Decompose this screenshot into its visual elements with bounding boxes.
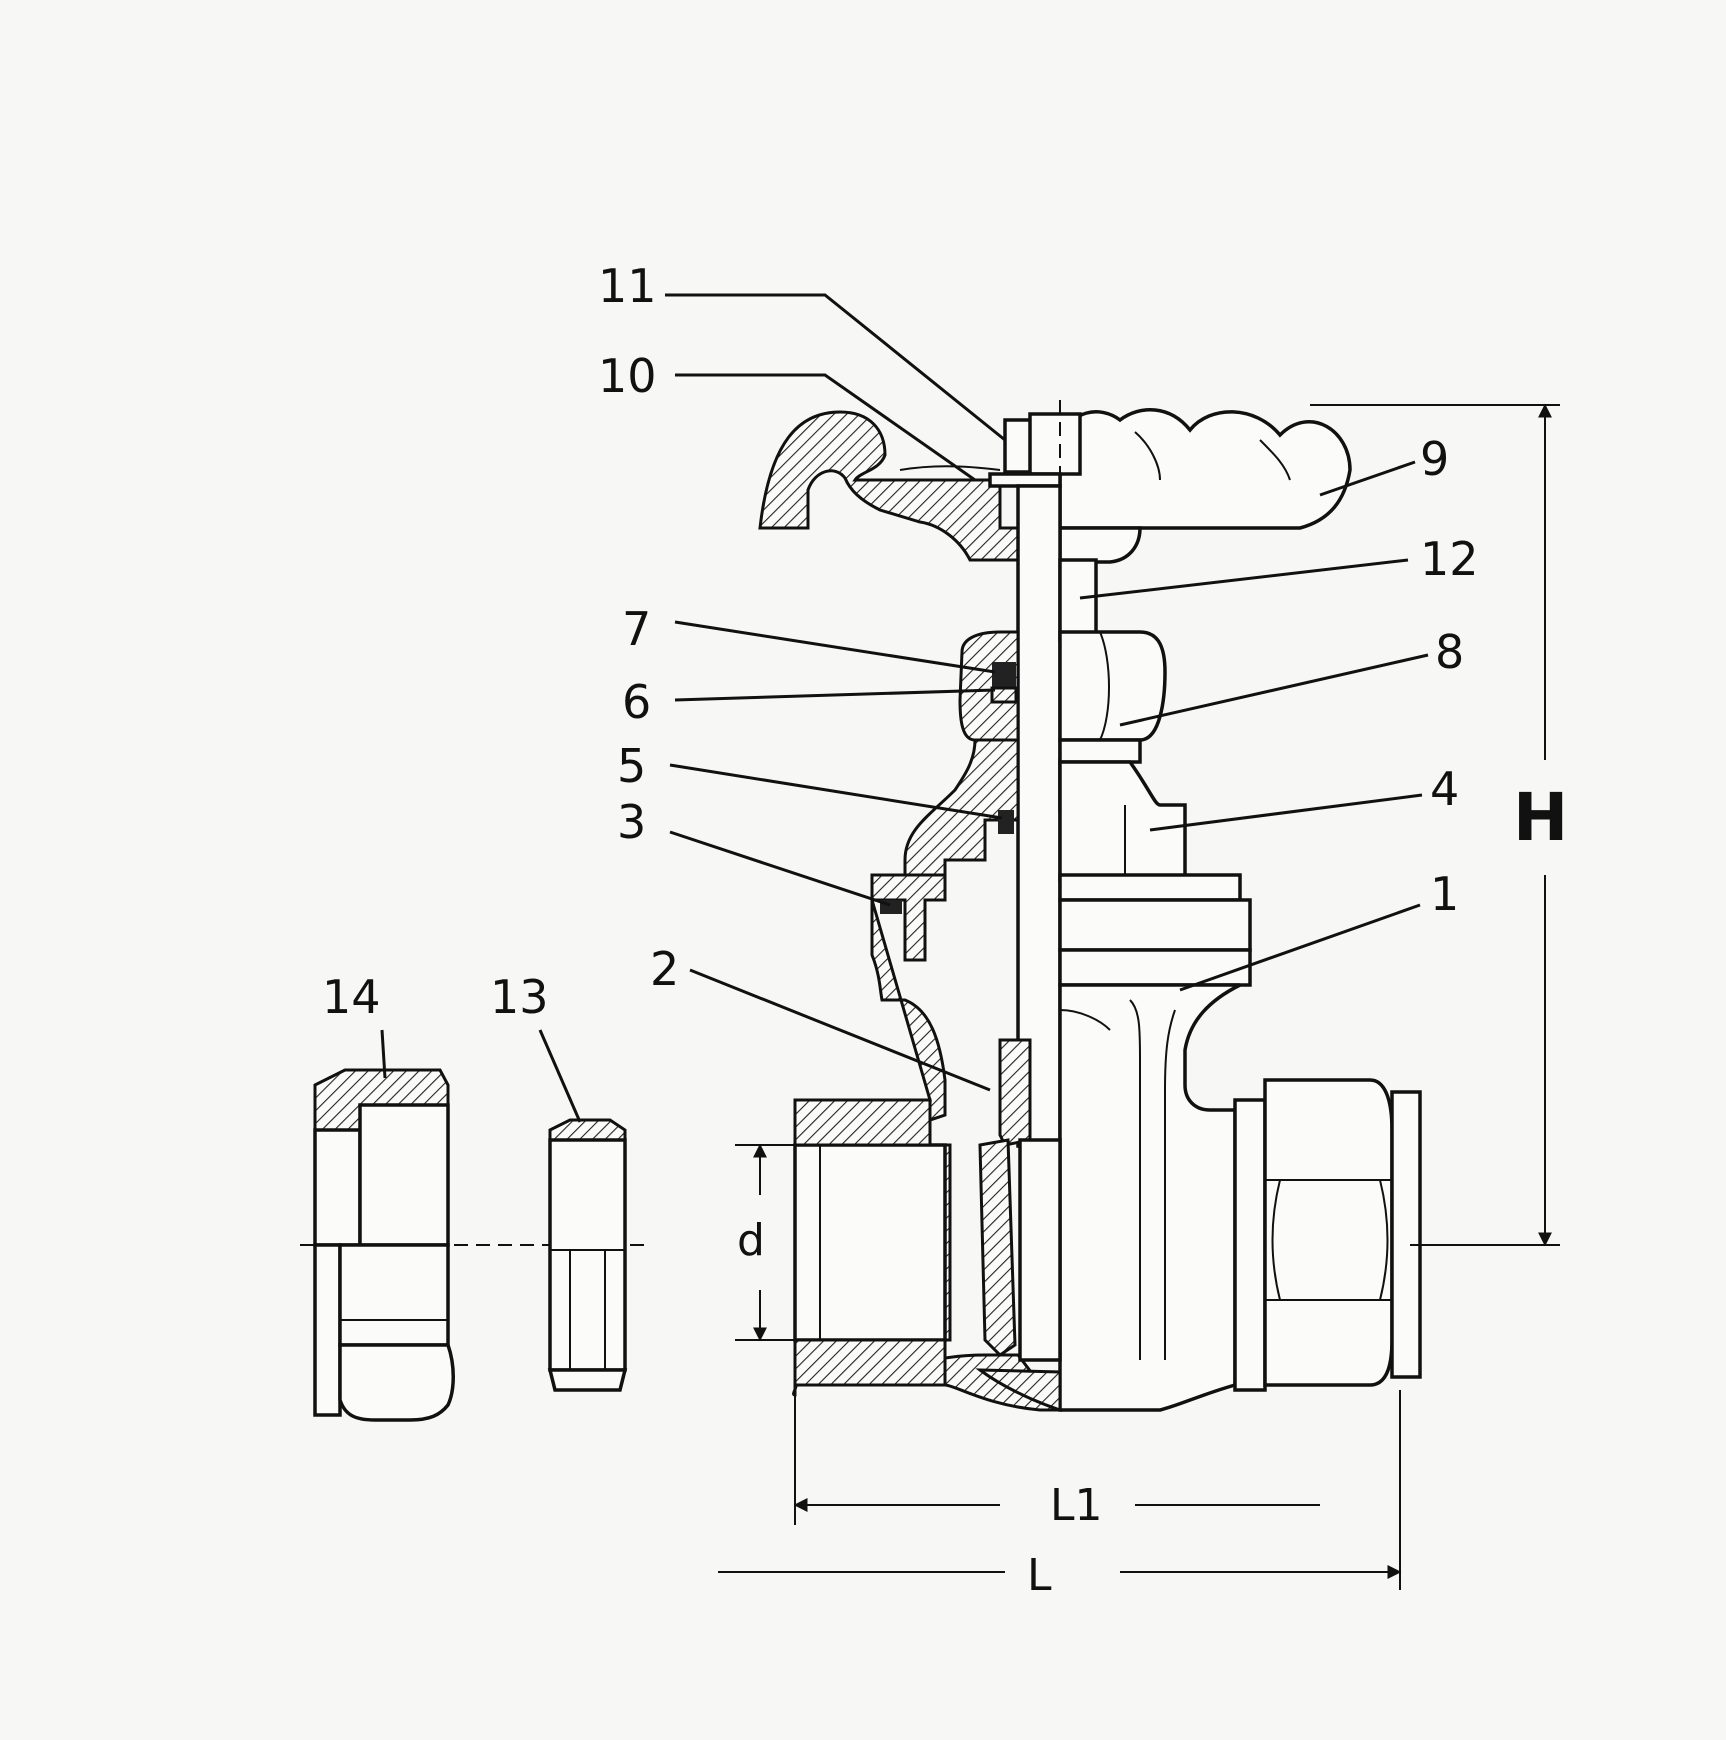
callout-11: 11 [598, 259, 657, 313]
compression-olive [547, 1118, 628, 1392]
stem-packing [990, 662, 1018, 704]
compression-nut-loose [313, 1068, 455, 1422]
dimension-lines [718, 403, 1560, 1590]
compression-nut-right [1233, 1078, 1422, 1392]
handwheel-nut [988, 412, 1082, 488]
dimension-height-label: H [1513, 779, 1568, 856]
callout-10: 10 [598, 349, 657, 403]
callout-9: 9 [1420, 432, 1449, 486]
dimension-diameter-label: d [737, 1215, 765, 1266]
dimension-labels: H d L1 L [737, 779, 1568, 1601]
callout-3: 3 [617, 795, 646, 849]
bonnet [903, 738, 1187, 882]
callout-2: 2 [650, 942, 679, 996]
dimension-overall-length-label: L [1027, 1550, 1052, 1601]
leader-lines [380, 293, 1429, 1123]
callout-4: 4 [1430, 762, 1459, 816]
callout-5: 5 [617, 739, 646, 793]
callout-8: 8 [1435, 625, 1464, 679]
callout-6: 6 [622, 675, 651, 729]
stem-seal-ring [998, 810, 1014, 834]
gate-wedge [975, 1038, 1062, 1413]
callout-labels: 11 10 9 12 7 8 6 5 4 3 1 2 14 13 [322, 259, 1479, 1024]
callout-13: 13 [490, 970, 549, 1024]
callout-12: 12 [1420, 532, 1479, 586]
callout-7: 7 [622, 602, 651, 656]
callout-14: 14 [322, 970, 381, 1024]
dimension-inner-length-label: L1 [1050, 1480, 1103, 1531]
valve-body [792, 899, 1241, 1412]
callout-1: 1 [1430, 867, 1459, 921]
